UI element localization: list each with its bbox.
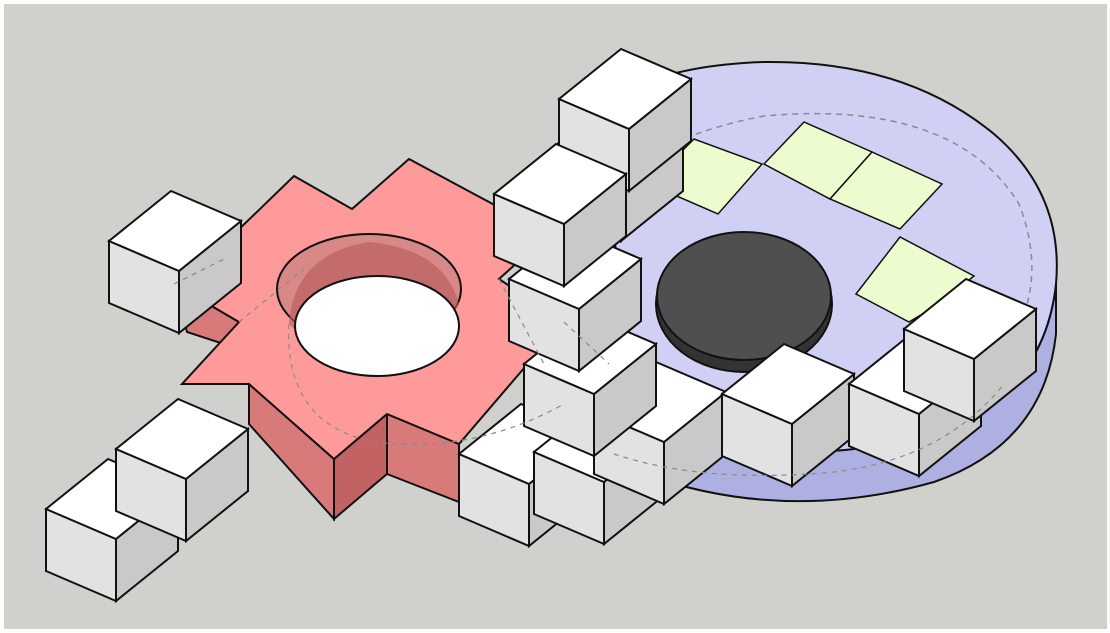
3d-model-scene[interactable]: [4, 4, 1107, 629]
model-canvas[interactable]: [4, 4, 1107, 629]
dark-disc-hole[interactable]: [656, 232, 832, 372]
dark-disc-face: [657, 232, 831, 360]
red-plate-hole: [295, 276, 459, 376]
